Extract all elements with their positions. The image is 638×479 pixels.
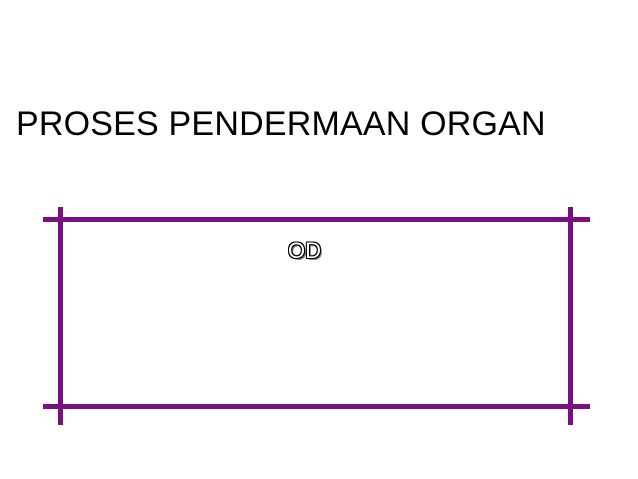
frame-right-line <box>568 207 573 425</box>
frame-left-line <box>58 207 63 425</box>
box-label: OD <box>288 238 321 263</box>
slide-title: PROSES PENDERMAAN ORGAN <box>16 105 546 143</box>
frame-bottom-line <box>43 404 590 409</box>
frame-top-line <box>43 217 590 222</box>
